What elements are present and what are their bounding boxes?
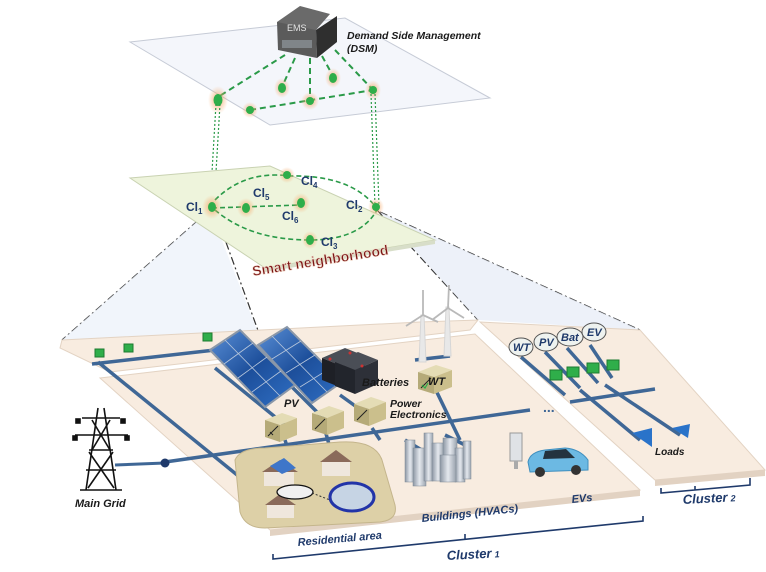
load-arrow-icon: [672, 424, 690, 438]
house-icon: [262, 458, 298, 486]
cluster-node-1: [208, 202, 216, 212]
ellipsis-more: ...: [543, 399, 555, 415]
residential-area: [234, 441, 396, 529]
converter-box-icon: [354, 397, 386, 426]
pv-label: PV: [284, 398, 300, 410]
cluster2-source-bubbles: WT PV Bat EV: [508, 322, 607, 357]
cluster-node-5: [242, 203, 250, 213]
cluster-label-5: Cl5: [253, 186, 270, 202]
load-arrow-icon: [632, 428, 652, 447]
power-bus-lines: [91, 348, 531, 502]
dsm-nodes: [213, 73, 377, 114]
batteries-icon: [322, 348, 378, 394]
dsm-node: [329, 73, 337, 83]
loads-label: Loads: [655, 447, 685, 458]
house-icon: [265, 494, 296, 518]
cluster2-bracket: [660, 478, 751, 494]
grid-junction-node: [160, 458, 170, 468]
dsm-layer: EMS Demand Side Management (DSM): [128, 6, 492, 126]
source-bubble-wt: WT: [508, 337, 534, 357]
buildings-icon: [404, 432, 472, 487]
cluster-node-6: [297, 198, 305, 208]
source-bubble-bat: Bat: [556, 327, 584, 347]
dsm-title-line1: Demand Side Management: [347, 30, 481, 42]
wt-label: WT: [428, 376, 446, 388]
projection-shade-right: [380, 212, 640, 330]
pv-panel-icon: [208, 325, 344, 409]
ems-label: EMS: [287, 23, 307, 33]
svg-text:WT: WT: [513, 342, 531, 354]
home-interior-zoom: [328, 481, 376, 513]
dsm-node: [213, 94, 223, 106]
dsm-title-line2: (DSM): [347, 43, 378, 55]
evs-label: EVs: [571, 492, 593, 506]
power-electronics-label-2: Electronics: [390, 409, 447, 421]
svg-text:Bat: Bat: [561, 332, 580, 344]
svg-text:PV: PV: [539, 337, 555, 349]
ev-charger-icon: [509, 432, 523, 469]
power-electronics-boxes: [265, 365, 452, 442]
ems-building-icon: EMS: [277, 6, 337, 58]
converter-box-icon: [265, 413, 297, 442]
residential-area-label: Residential area: [297, 530, 382, 549]
electric-car-icon: [527, 447, 589, 477]
house-icon: [320, 450, 352, 476]
batteries-label: Batteries: [362, 377, 409, 389]
cluster2-switches: [549, 359, 620, 381]
cluster2-bus-lines: [519, 344, 681, 442]
source-bubble-ev: EV: [581, 322, 607, 342]
dsm-node: [246, 106, 254, 114]
wind-turbines-icon: [405, 284, 465, 363]
cluster-label-2: Cl2: [346, 198, 363, 214]
cluster-node-3: [306, 235, 314, 245]
main-grid-label: Main Grid: [75, 498, 126, 510]
back-strip-switches: [94, 332, 213, 358]
cluster-label-1: Cl1: [186, 200, 203, 216]
wt-converter-box-icon: [418, 365, 452, 394]
cluster-label-6: Cl6: [282, 209, 299, 225]
cluster-nodes: [208, 171, 380, 245]
cluster-label-4: Cl4: [301, 174, 318, 190]
cluster1-bracket: [272, 516, 644, 560]
cluster-node-2: [372, 203, 380, 211]
svg-text:EV: EV: [587, 327, 603, 339]
dsm-node: [306, 97, 314, 105]
cluster-label-3: Cl3: [321, 235, 338, 251]
physical-layer: ... WT PV: [59, 284, 766, 563]
dsm-node: [369, 86, 377, 94]
power-electronics-label-1: Power: [390, 398, 422, 410]
grid-connection-line: [114, 461, 166, 467]
load-arrows: [632, 424, 690, 447]
appliance-highlight: [276, 484, 314, 500]
converter-box-icon: [312, 406, 344, 435]
transmission-tower-icon: [72, 407, 130, 491]
projection-shade: [62, 210, 268, 358]
dsm-node: [278, 83, 286, 93]
source-bubble-pv: PV: [533, 332, 559, 352]
cluster-node-4: [283, 171, 291, 179]
